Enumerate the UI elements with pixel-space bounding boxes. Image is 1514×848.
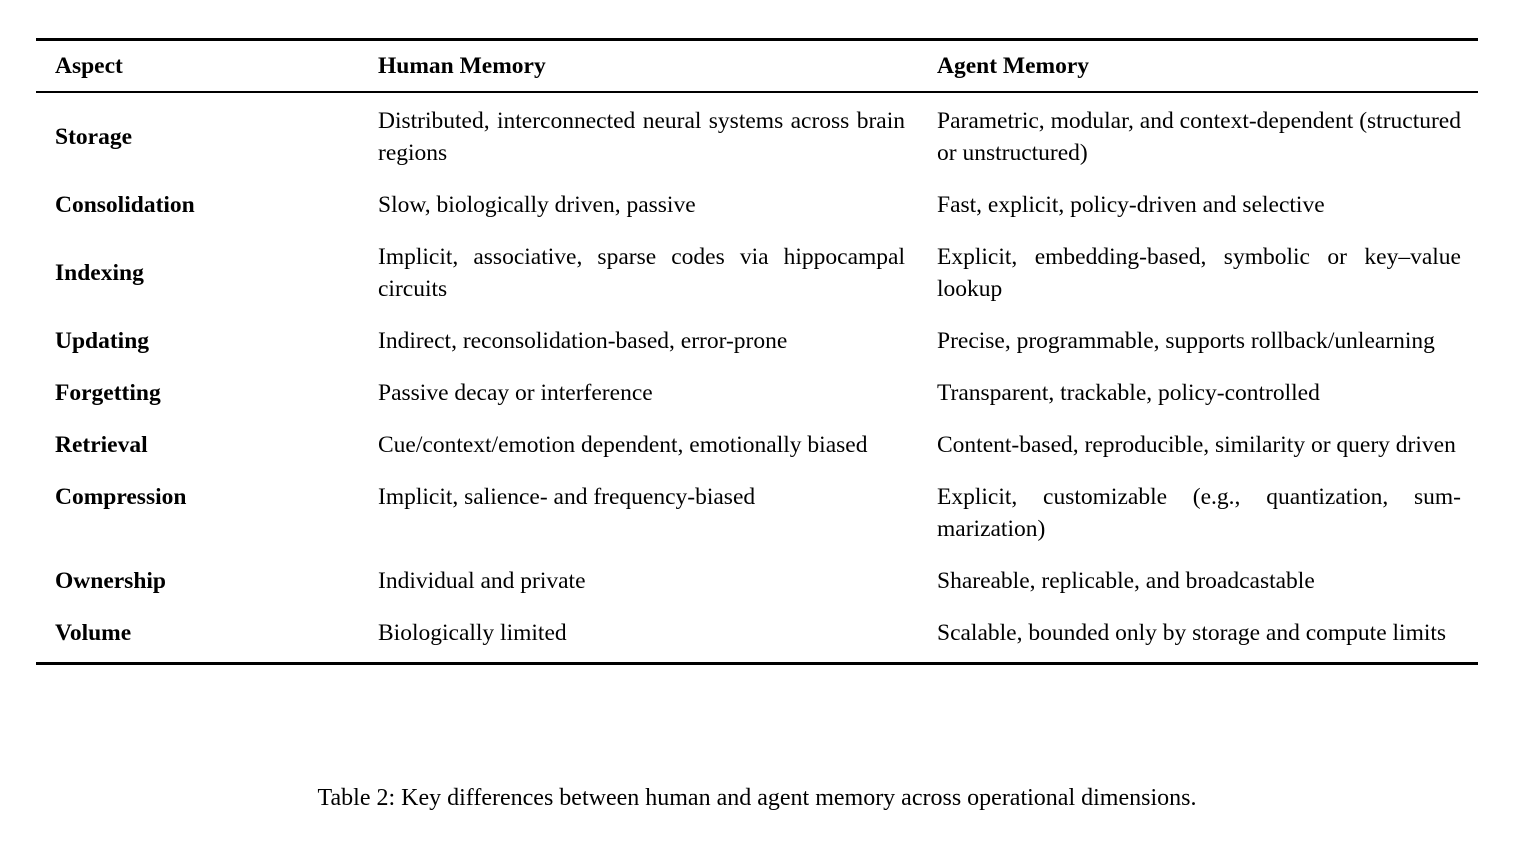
aspect-cell: Volume (55, 620, 132, 646)
human-memory-cell: Individual and private (378, 568, 586, 594)
table-row-volume: Volume Biologically limited Scalable, bo… (36, 607, 1478, 659)
aspect-cell: Retrieval (55, 432, 148, 458)
table-row-ownership: Ownership Individual and private Shareab… (36, 555, 1478, 607)
human-memory-cell: Passive decay or interference (378, 380, 653, 406)
table-row-updating: Updating Indirect, reconsolidation-based… (36, 315, 1478, 367)
aspect-cell: Compression (55, 484, 187, 510)
aspect-cell: Forgetting (55, 380, 161, 406)
column-header-agent-memory: Agent Memory (937, 53, 1090, 79)
table-caption: Table 2: Key differences between human a… (317, 785, 1197, 811)
table-header-row: Aspect Human Memory Agent Memory (36, 41, 1478, 93)
column-header-aspect: Aspect (55, 53, 123, 79)
aspect-cell: Indexing (55, 260, 144, 286)
human-memory-cell: Implicit, salience- and frequency-biased (378, 484, 756, 510)
human-memory-cell: Implicit, associative, sparse codes via … (378, 244, 905, 302)
aspect-cell: Updating (55, 328, 150, 354)
agent-memory-cell: Scalable, bounded only by storage and co… (937, 620, 1447, 646)
human-memory-cell: Cue/context/emotion dependent, emotional… (378, 432, 868, 458)
agent-memory-cell: Fast, explicit, policy-driven and select… (937, 192, 1325, 218)
agent-memory-cell: Explicit, embedding-based, symbolic or k… (937, 244, 1461, 302)
agent-memory-cell: Transparent, trackable, policy-controlle… (937, 380, 1320, 406)
table-row-compression: Compression Implicit, salience- and freq… (36, 471, 1478, 555)
table-row-indexing: Indexing Implicit, associative, sparse c… (36, 231, 1478, 315)
agent-memory-cell: Shareable, replicable, and broadcastable (937, 568, 1315, 594)
human-memory-cell: Biologically limited (378, 620, 567, 646)
table-row-consolidation: Consolidation Slow, biologically driven,… (36, 179, 1478, 231)
aspect-cell: Ownership (55, 568, 166, 594)
agent-memory-cell: Precise, programmable, supports rollback… (937, 328, 1435, 354)
table-row-storage: Storage Distributed, interconnected neur… (36, 95, 1478, 179)
aspect-cell: Consolidation (55, 192, 195, 218)
human-memory-cell: Slow, biologically driven, passive (378, 192, 696, 218)
aspect-cell: Storage (55, 124, 133, 150)
human-memory-cell: Indirect, reconsolidation-based, error-p… (378, 328, 788, 354)
agent-memory-cell: Parametric, modular, and context-depende… (937, 108, 1461, 166)
agent-memory-cell: Content-based, reproducible, similarity … (937, 432, 1456, 458)
table-row-forgetting: Forgetting Passive decay or interference… (36, 367, 1478, 419)
column-header-human-memory: Human Memory (378, 53, 546, 79)
agent-memory-cell: Explicit, customizable (e.g., quantizati… (937, 484, 1461, 542)
comparison-table: Aspect Human Memory Agent Memory Storage… (36, 38, 1478, 665)
table-body: Storage Distributed, interconnected neur… (36, 93, 1478, 662)
human-memory-cell: Distributed, interconnected neural syste… (378, 108, 905, 166)
table-row-retrieval: Retrieval Cue/context/emotion dependent,… (36, 419, 1478, 471)
